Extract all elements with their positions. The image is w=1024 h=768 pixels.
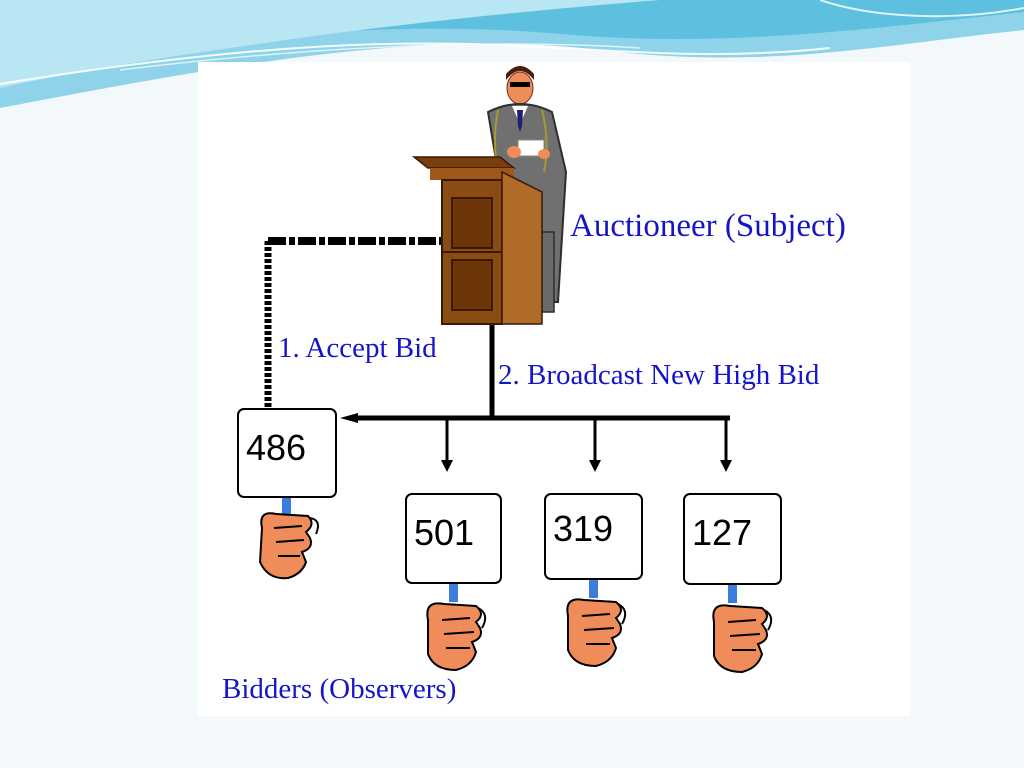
subject-label: Auctioneer (Subject) (570, 208, 846, 244)
bidder-hand-501 (426, 584, 487, 672)
bid-paddle-501: 501 (405, 493, 502, 584)
bid-number: 319 (553, 508, 614, 549)
bidder-hand-486 (258, 498, 319, 580)
bid-number: 486 (246, 427, 307, 468)
bidder-hand-127 (712, 585, 773, 674)
observers-label: Bidders (Observers) (222, 673, 457, 705)
bid-number: 501 (414, 512, 475, 553)
broadcast-arrowheads (340, 413, 732, 472)
podium (411, 156, 543, 325)
bid-number: 127 (692, 512, 753, 553)
diagram-graphics (258, 66, 773, 674)
bid-paddle-486: 486 (237, 408, 337, 498)
bid-paddle-319: 319 (544, 493, 643, 580)
broadcast-connector (354, 324, 730, 462)
broadcast-label: 2. Broadcast New High Bid (498, 359, 820, 391)
auction-observer-diagram: 486 501 319 127 Auctioneer (Subject) 1. … (198, 62, 910, 716)
accept-bid-label: 1. Accept Bid (278, 332, 437, 364)
bid-paddle-127: 127 (683, 493, 782, 585)
accept-bid-connector (264, 237, 444, 408)
bidder-hand-319 (566, 580, 627, 668)
